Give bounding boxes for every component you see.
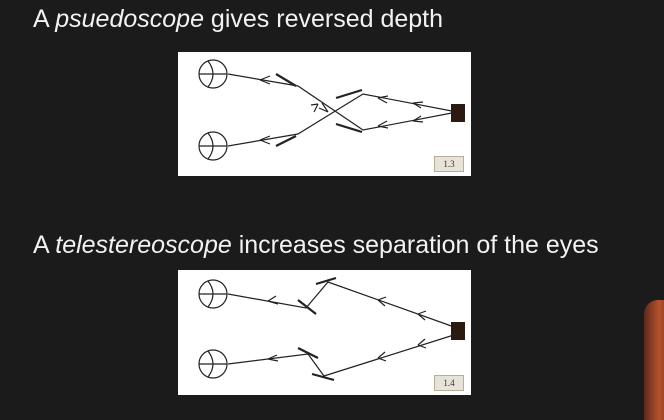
telestereoscope-figure: 1.4: [178, 270, 471, 395]
eye-icon: [198, 59, 228, 89]
object-block: [451, 322, 465, 340]
mirror: [315, 276, 337, 286]
eye-icon: [198, 279, 228, 309]
heading-term: telestereoscope: [55, 231, 232, 259]
slide-heading-telestereoscope: A telestereoscope increases separation o…: [33, 230, 599, 260]
pseudoscope-figure: 1.3: [178, 52, 471, 176]
mirror: [275, 135, 297, 147]
heading-prefix: A: [33, 231, 56, 259]
heading-prefix: A: [33, 5, 56, 33]
heading-suffix: increases separation of the eyes: [231, 231, 599, 259]
figure-number: 1.4: [434, 375, 464, 391]
eye-icon: [198, 349, 228, 379]
slide-heading-pseudoscope: A psuedoscope gives reversed depth: [33, 4, 443, 34]
mirror: [297, 347, 319, 359]
heading-term: psuedoscope: [55, 5, 204, 33]
eye-icon: [198, 131, 228, 161]
telestereoscope-diagram: [198, 276, 465, 382]
heading-suffix: gives reversed depth: [203, 5, 444, 33]
mirror: [311, 372, 335, 382]
mirror: [335, 122, 363, 134]
mirror: [275, 73, 297, 87]
presenter-silhouette: [644, 300, 664, 420]
mirror: [335, 88, 363, 100]
figure-number: 1.3: [434, 156, 464, 172]
pseudoscope-diagram: [198, 59, 465, 161]
object-block: [451, 104, 465, 122]
